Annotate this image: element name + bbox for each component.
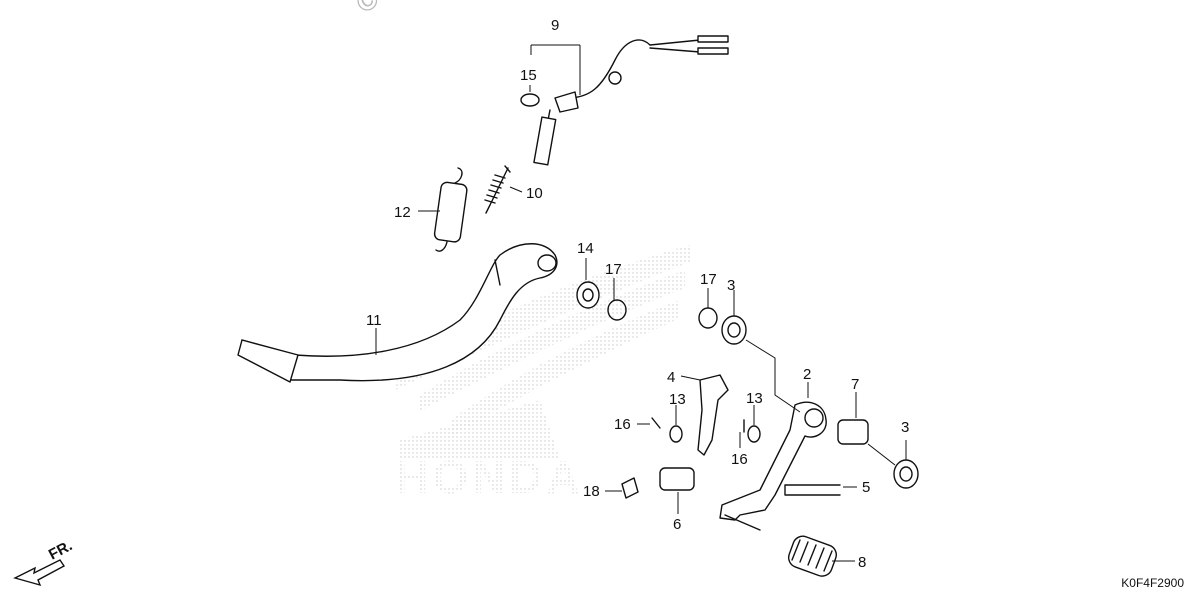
callout-2: 2 [803,366,811,383]
callout-12: 12 [394,204,411,221]
brake-switch-assembly [533,35,729,166]
callout-14: 14 [577,240,594,257]
callout-3b: 3 [901,419,909,436]
callout-16b: 16 [731,451,748,468]
joint-7 [837,419,869,445]
shift-pedal [719,401,827,531]
callout-17b: 17 [700,271,717,288]
callout-17a: 17 [605,261,622,278]
rod-5 [784,484,841,496]
leader-lines [375,44,907,562]
callout-7: 7 [851,376,859,393]
callout-4: 4 [667,369,675,386]
clip-17b [698,307,718,329]
shift-arm [697,374,729,456]
seal-3 [721,315,747,345]
spring-small [484,165,511,214]
callout-labels: 9 15 10 12 11 14 17 17 3 4 13 13 16 16 2… [366,17,909,571]
callout-10: 10 [526,185,543,202]
callout-8: 8 [858,554,866,571]
callout-16a: 16 [614,416,631,433]
front-arrow: FR. [13,537,75,587]
callout-5: 5 [862,479,870,496]
spring-large [433,167,468,252]
washer-13a [669,425,683,443]
rubber-8 [787,535,837,577]
brake-pedal [237,243,558,383]
callout-11: 11 [366,312,382,329]
honda-wing-watermark: HONDA [395,245,690,503]
washer-14 [576,281,600,309]
brand-text: HONDA [395,451,584,503]
callout-3a: 3 [727,277,735,294]
callout-15: 15 [520,67,537,84]
joint-6 [659,467,695,491]
clip-17 [607,299,627,321]
callout-6: 6 [673,516,681,533]
bolt-18 [621,477,639,499]
callout-13a: 13 [669,391,686,408]
front-arrow-label: FR. [46,537,75,563]
callout-18: 18 [583,483,600,500]
seal-3b [893,459,919,489]
pin-16a [651,417,661,429]
callout-13b: 13 [746,390,763,407]
diagram-code: K0F4F2900 [1121,576,1184,590]
callout-9: 9 [551,17,559,34]
washer-13b [747,425,761,443]
cap-part [520,93,540,107]
